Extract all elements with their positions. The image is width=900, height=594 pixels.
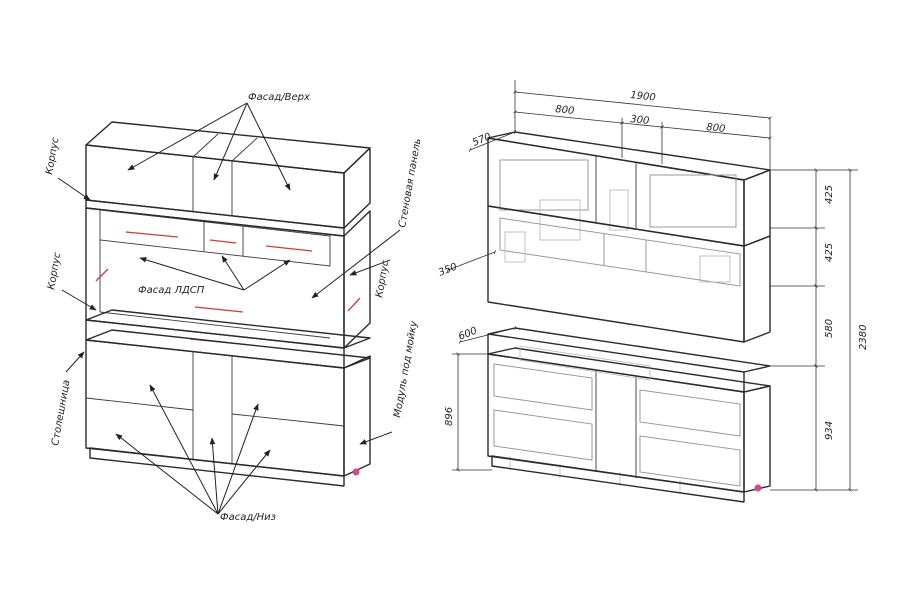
dim-total-height: 2380 — [858, 325, 869, 350]
dim-total-width: 1900 — [630, 90, 656, 104]
left-cabinet-view: Фасад/Верх Корпус Корпус Корпус Стеновая… — [44, 92, 424, 523]
middle-section — [85, 207, 371, 349]
label-fasad-niz: Фасад/Низ — [220, 512, 276, 523]
dim-upper-depth: 570 — [471, 131, 493, 148]
label-stenovaya-panel: Стеновая панель — [397, 137, 424, 228]
dim-upper-height: 425 — [824, 185, 835, 204]
label-korpus-top: Корпус — [44, 136, 61, 175]
right-base-cabinets — [487, 345, 771, 503]
label-fasad-verh: Фасад/Верх — [248, 92, 310, 103]
dim-shelf-depth: 350 — [437, 261, 459, 278]
dim-upper-left-width: 800 — [555, 104, 575, 117]
dim-upper-right-width: 800 — [706, 122, 726, 135]
dim-base-height-left: 896 — [444, 407, 455, 426]
right-upper-cabinets — [487, 131, 771, 247]
right-cabinet-view: 1900 800 300 800 570 350 600 425 425 580… — [437, 80, 869, 503]
label-fasad-ldsp: Фасад ЛДСП — [138, 285, 205, 296]
right-middle-section — [487, 205, 771, 343]
upper-cabinets — [85, 121, 371, 237]
dim-upper-mid-width: 300 — [630, 114, 650, 127]
dim-base-height-right: 934 — [824, 421, 835, 440]
label-stoleshnica: Столешница — [50, 379, 72, 446]
label-modul-pod-moyku: Модуль под мойку — [392, 319, 420, 418]
left-leader-arrows — [57, 102, 401, 515]
dim-mid-height: 425 — [824, 243, 835, 262]
countertop — [85, 309, 371, 369]
base-cabinets — [85, 339, 371, 487]
dimension-lines — [446, 80, 858, 492]
dim-gap-height: 580 — [824, 319, 835, 338]
label-korpus-mid: Корпус — [46, 251, 63, 290]
